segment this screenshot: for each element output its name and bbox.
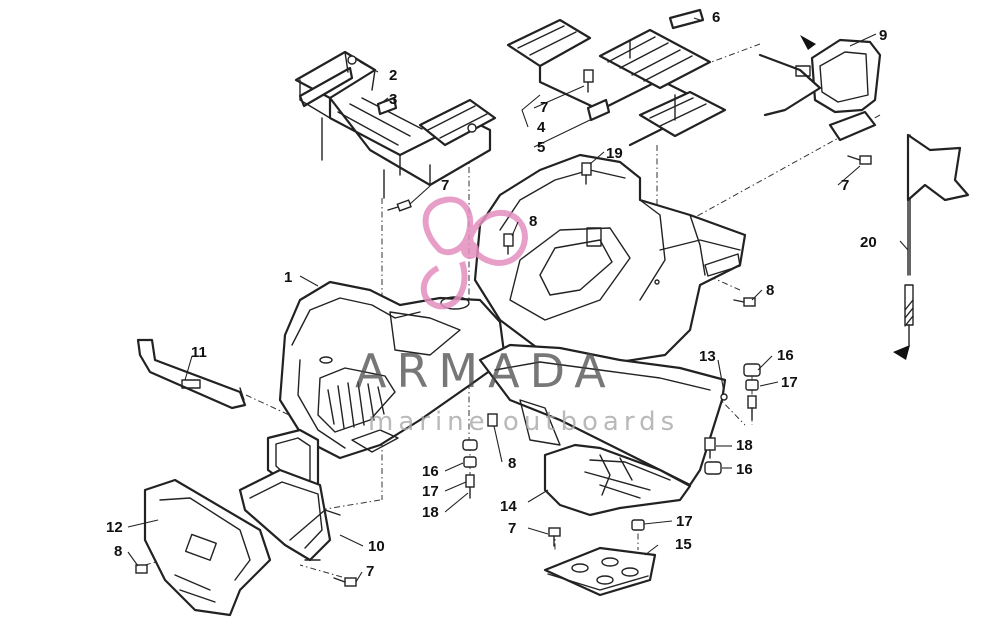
front-brush-guard — [238, 428, 341, 562]
bolt-7-floor — [548, 527, 561, 547]
callout-19: 19 — [606, 145, 623, 162]
arrow-icon-flag — [893, 345, 910, 360]
logo-petal-3 — [420, 261, 468, 310]
callout-2: 2 — [389, 67, 397, 84]
callout-20: 20 — [860, 234, 877, 251]
floor-plate — [543, 546, 657, 597]
watermark-logo-icon — [420, 196, 528, 310]
front-rack — [294, 50, 497, 199]
stack-18-16-lower — [704, 437, 722, 475]
callout-18b: 18 — [736, 437, 753, 454]
callout-3: 3 — [389, 91, 397, 108]
callout-8d: 8 — [114, 543, 122, 560]
front-body-panel — [278, 280, 507, 460]
bolt-8-rear — [733, 297, 756, 307]
callout-4: 4 — [537, 119, 546, 136]
stack-16-17-18-left — [462, 439, 478, 499]
watermark-tagline: marine outboards — [368, 407, 679, 437]
bolt-8-body — [503, 233, 514, 255]
stack-16-17-18-right — [743, 363, 761, 421]
callout-16c: 16 — [736, 461, 753, 478]
watermark: ARMADA marine outboards — [355, 196, 679, 437]
callout-14: 14 — [500, 498, 517, 515]
pin-13 — [720, 393, 728, 401]
callout-9: 9 — [879, 27, 887, 44]
callout-8b: 8 — [766, 282, 774, 299]
watermark-brand: ARMADA — [355, 344, 616, 398]
callout-5: 5 — [537, 139, 545, 156]
bolt-7-guard — [333, 577, 357, 587]
callout-17a: 17 — [422, 483, 439, 500]
bolt-7-rear-rack — [583, 69, 594, 93]
bolt-7-hitch — [847, 155, 872, 165]
callout-17c: 17 — [676, 513, 693, 530]
leader-lines — [127, 17, 909, 583]
logo-petal-2 — [466, 209, 528, 266]
footrest-panel — [543, 443, 692, 517]
decal-5 — [586, 98, 611, 122]
decal-3 — [376, 96, 398, 116]
arrow-icon — [800, 35, 816, 50]
callout-7e: 7 — [508, 520, 516, 537]
callout-15: 15 — [675, 536, 692, 553]
front-bumper — [143, 478, 272, 617]
logo-center — [461, 241, 479, 259]
callout-12: 12 — [106, 519, 123, 536]
callout-8a: 8 — [529, 213, 537, 230]
bolt-19 — [581, 162, 592, 185]
logo-petal-1 — [422, 196, 474, 256]
bolt-8-fender — [487, 413, 498, 427]
rear-body-panel — [473, 153, 747, 367]
callout-7b: 7 — [441, 177, 449, 194]
callout-6: 6 — [712, 9, 720, 26]
bolt-7-front-rack — [387, 199, 412, 212]
washer-17-floor — [631, 519, 645, 531]
callout-1: 1 — [284, 269, 292, 286]
rear-bumper-hitch — [758, 35, 882, 142]
callout-16a: 16 — [422, 463, 439, 480]
callout-10: 10 — [368, 538, 385, 555]
callout-18a: 18 — [422, 504, 439, 521]
callout-labels: 1 2 3 4 5 6 7 7 7 7 7 8 8 8 8 9 10 11 12… — [106, 9, 887, 580]
fasteners — [135, 69, 872, 587]
callout-7d: 7 — [366, 563, 374, 580]
safety-flag — [893, 133, 970, 360]
bolt-8-bumper — [135, 564, 148, 574]
callout-16b: 16 — [777, 347, 794, 364]
callout-8c: 8 — [508, 455, 516, 472]
callout-11: 11 — [191, 344, 207, 361]
callout-7c: 7 — [841, 177, 849, 194]
callout-17b: 17 — [781, 374, 798, 391]
callout-7a: 7 — [540, 99, 548, 116]
callout-13: 13 — [699, 348, 716, 365]
rear-rack — [376, 8, 727, 147]
front-support-bracket — [136, 338, 247, 410]
decal-6 — [668, 8, 705, 30]
